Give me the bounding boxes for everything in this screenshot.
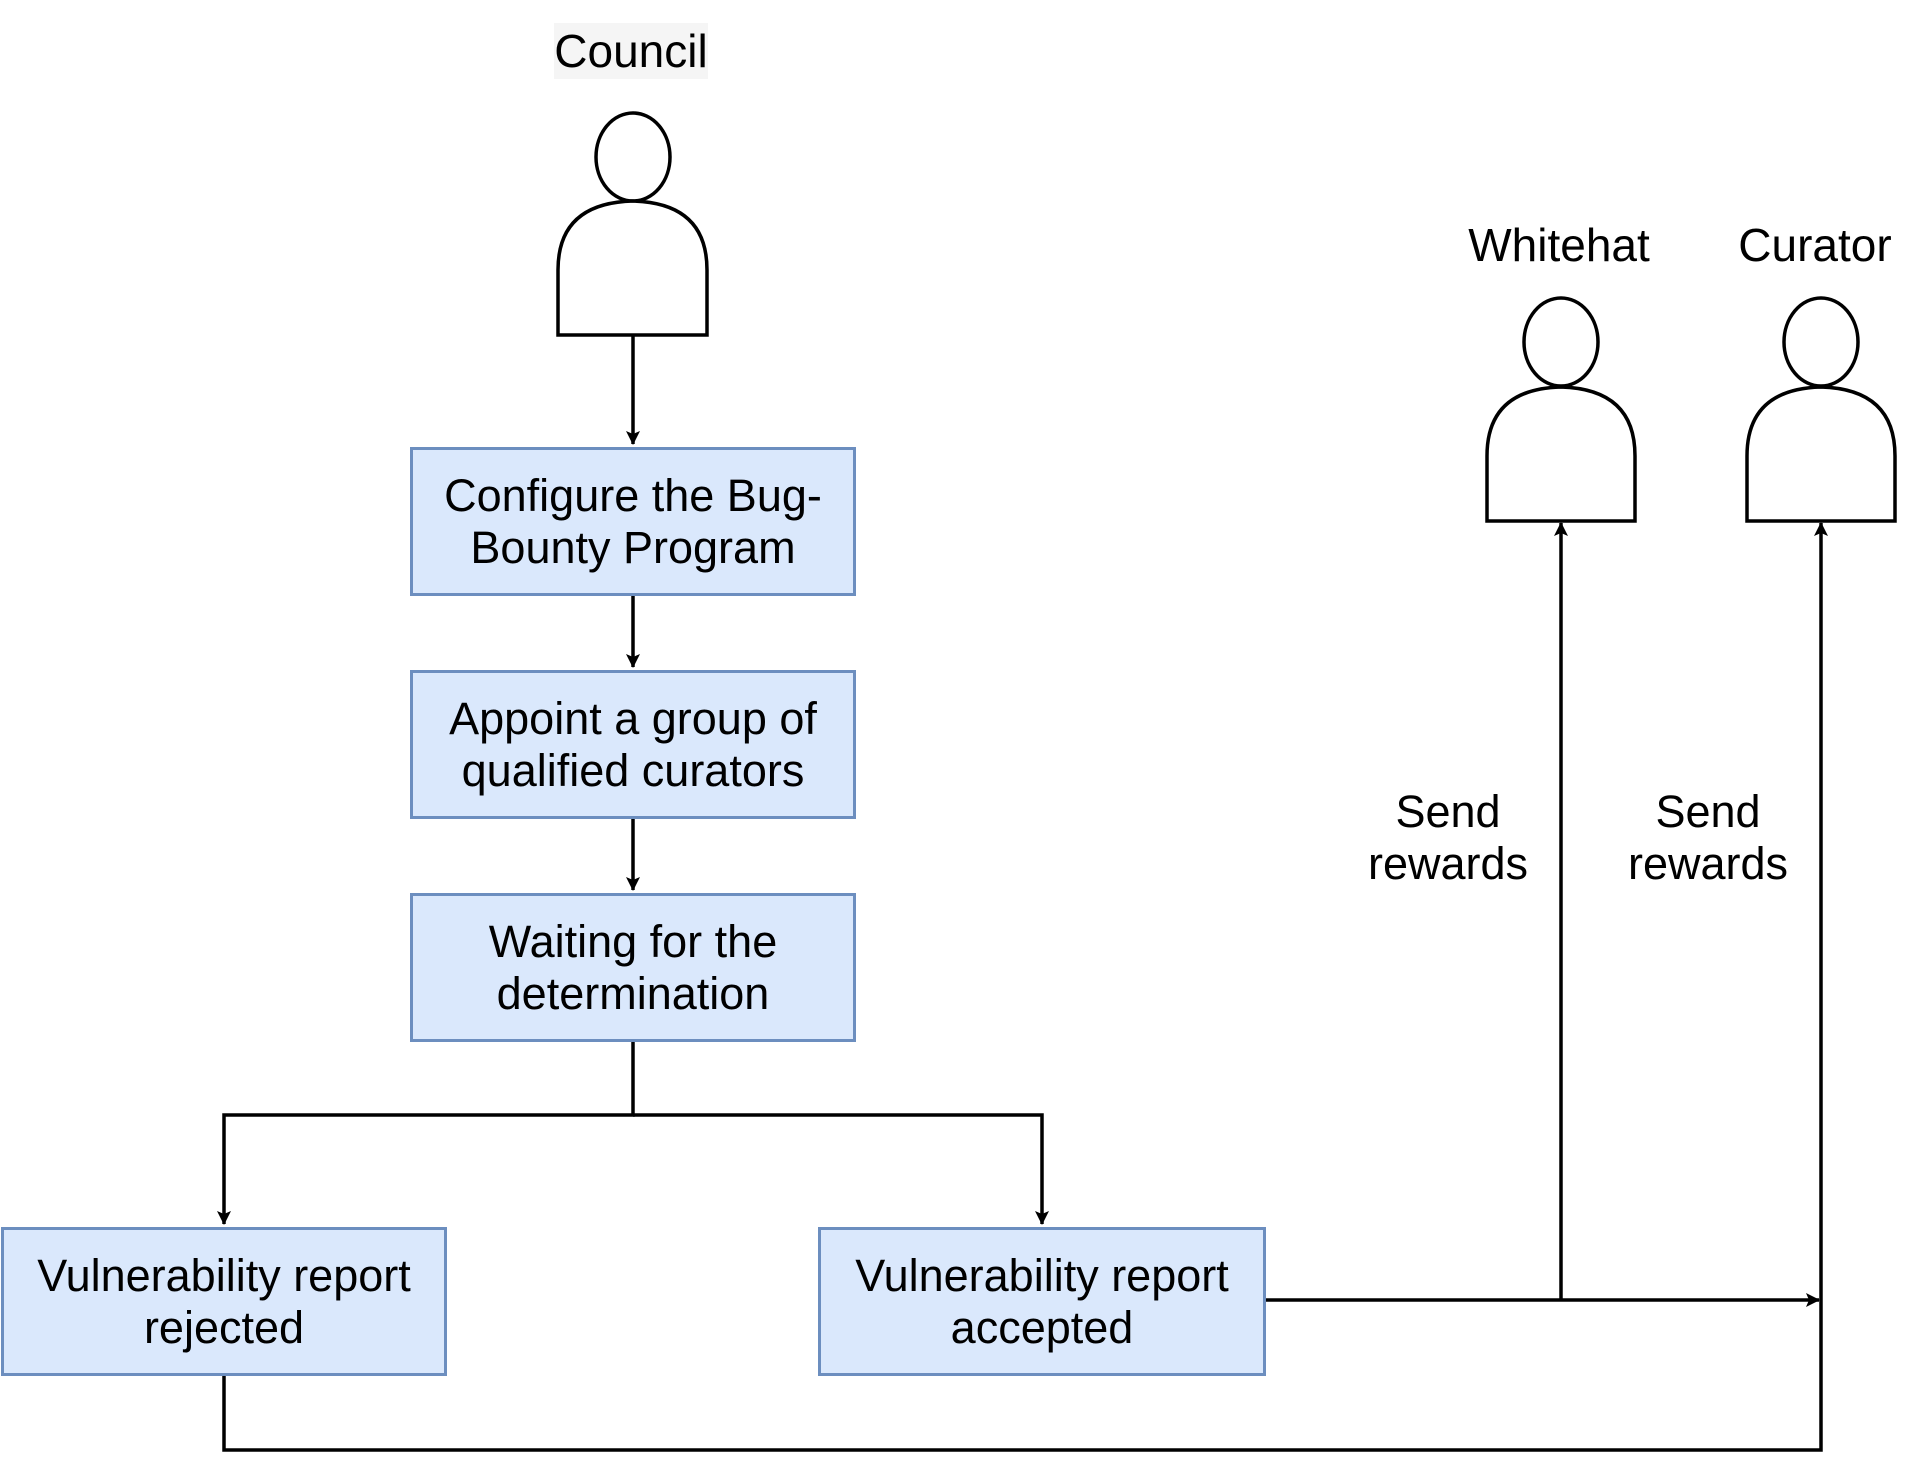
- council-person-icon: [556, 111, 709, 337]
- send-rewards-whitehat-line-2: rewards: [1367, 838, 1529, 889]
- send-rewards-curator-label: Send rewards: [1598, 786, 1818, 890]
- send-rewards-curator-line-2: rewards: [1627, 838, 1789, 889]
- send-rewards-whitehat-line-1: Send: [1395, 786, 1501, 837]
- appoint-curators-line-1: Appoint a group of: [449, 692, 817, 744]
- configure-program-line-1: Configure the Bug-: [444, 469, 822, 521]
- waiting-determination-box: Waiting for the determination: [410, 893, 856, 1042]
- waiting-determination-line-2: determination: [496, 967, 770, 1019]
- curator-person-icon: [1745, 296, 1897, 523]
- waiting-determination-line-1: Waiting for the: [488, 915, 778, 967]
- edge-waiting-to-accepted: [633, 1113, 1049, 1225]
- council-label: Council: [554, 23, 708, 79]
- edge-rejected-to-curator: [222, 522, 1828, 1452]
- report-rejected-line-1: Vulnerability report: [37, 1249, 411, 1301]
- report-accepted-line-2: accepted: [950, 1301, 1134, 1353]
- edge-waiting-to-rejected: [217, 1041, 635, 1225]
- whitehat-label: Whitehat: [1468, 219, 1650, 271]
- report-rejected-line-2: rejected: [143, 1301, 305, 1353]
- report-rejected-box: Vulnerability report rejected: [1, 1227, 447, 1376]
- send-rewards-whitehat-label: Send rewards: [1338, 786, 1558, 890]
- report-accepted-line-1: Vulnerability report: [855, 1249, 1229, 1301]
- whitehat-person-icon: [1485, 296, 1637, 523]
- configure-program-box: Configure the Bug- Bounty Program: [410, 447, 856, 596]
- appoint-curators-line-2: qualified curators: [461, 744, 805, 796]
- send-rewards-curator-line-1: Send: [1655, 786, 1761, 837]
- report-accepted-box: Vulnerability report accepted: [818, 1227, 1266, 1376]
- appoint-curators-box: Appoint a group of qualified curators: [410, 670, 856, 819]
- configure-program-line-2: Bounty Program: [470, 521, 796, 573]
- curator-label: Curator: [1738, 219, 1892, 271]
